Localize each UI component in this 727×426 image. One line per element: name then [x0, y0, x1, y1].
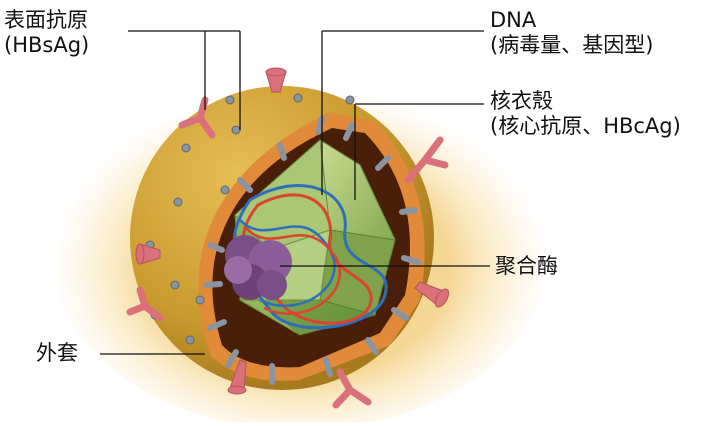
surface-antigen-label-line1: 表面抗原 — [4, 8, 89, 33]
envelope-label: 外套 — [36, 341, 78, 366]
dna-label: DNA (病毒量、基因型) — [490, 8, 653, 58]
surface-antigen-label: 表面抗原 (HBsAg) — [4, 8, 89, 58]
polymerase-cluster — [224, 235, 292, 300]
polymerase-label: 聚合酶 — [495, 254, 558, 279]
dna-label-line2: (病毒量、基因型) — [490, 33, 653, 58]
core-label-line2: (核心抗原、HBcAg) — [490, 114, 681, 139]
surface-antigen-label-line2: (HBsAg) — [4, 33, 89, 58]
core-label: 核衣殼 (核心抗原、HBcAg) — [490, 89, 681, 139]
core-label-line1: 核衣殼 — [490, 89, 681, 114]
dna-label-line1: DNA — [490, 8, 653, 33]
